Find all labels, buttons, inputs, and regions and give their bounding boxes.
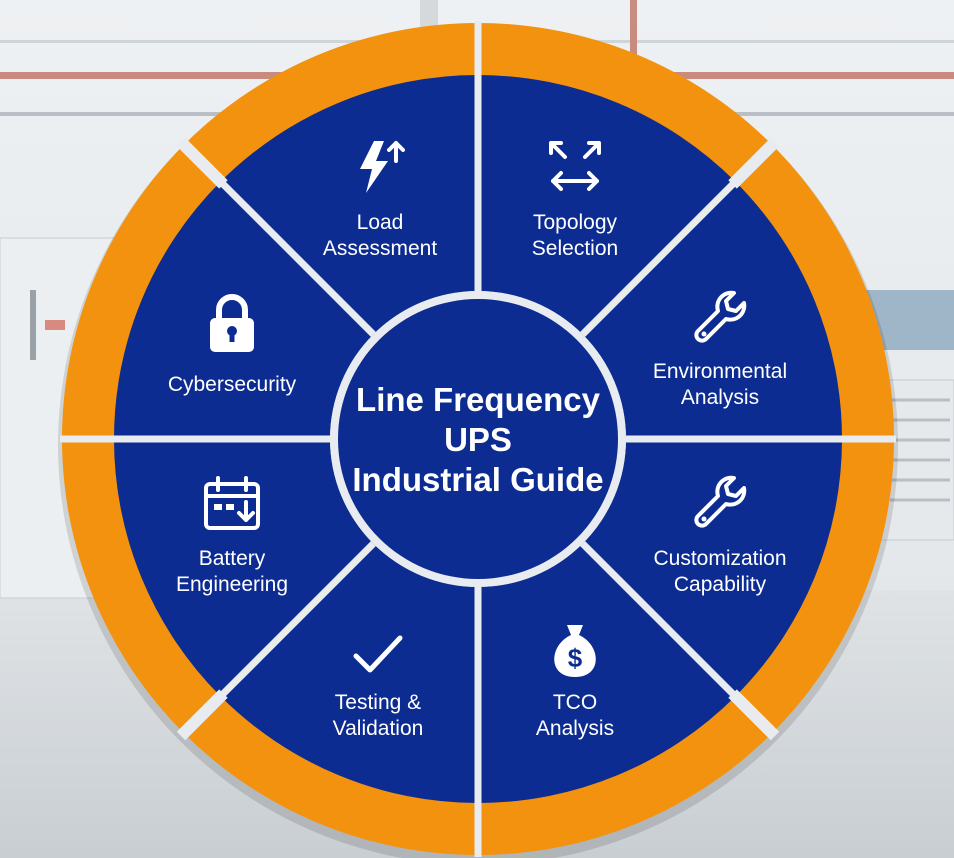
segment-tco (220, 543, 478, 803)
segment-divider (218, 179, 376, 337)
ring-gap (728, 137, 780, 189)
segment-label-environmental: Analysis (681, 386, 759, 409)
segment-label-load: Load (357, 211, 404, 234)
segment-label-customization: Customization (653, 547, 786, 570)
calendar-download-icon (204, 476, 260, 530)
segment-divider (580, 541, 738, 699)
outer-ring-arc (62, 439, 478, 855)
arrows-expand-icon (549, 141, 601, 191)
segment-cyber (220, 75, 478, 335)
segment-dividers (60, 21, 896, 857)
segment-label-environmental: Environmental (653, 360, 787, 383)
outer-ring-arc (62, 23, 478, 439)
segment-label-load: Assessment (323, 237, 438, 260)
segment-load (478, 75, 736, 335)
ring-gaps (176, 137, 780, 741)
money-bag-icon: $ (554, 625, 596, 677)
segment-label-tco: Analysis (536, 717, 614, 740)
ring-gap (176, 137, 228, 189)
segment-topology (582, 181, 842, 439)
svg-text:$: $ (568, 643, 583, 673)
ring-gap (176, 689, 228, 741)
segment-label-battery: Engineering (176, 573, 288, 596)
padlock-icon (210, 294, 254, 352)
segment-label-testing: Validation (333, 717, 424, 740)
center-title-line: Line Frequency (356, 381, 601, 418)
segment-label-customization: Capability (674, 573, 767, 596)
segment-divider (218, 541, 376, 699)
checkmark-icon (353, 635, 403, 673)
lightning-bolt-up-arrow-icon (360, 141, 405, 193)
segment-label-topology: Selection (532, 237, 618, 260)
segment-label-testing: Testing & (335, 691, 421, 714)
center-title-line: UPS (444, 421, 512, 458)
segment-label-battery: Battery (199, 547, 266, 570)
segment-label-topology: Topology (533, 211, 618, 234)
segment-environmental (582, 439, 842, 697)
segment-label-tco: TCO (553, 691, 597, 714)
segment-label-cyber: Cybersecurity (168, 373, 297, 396)
outer-ring-arc (478, 439, 894, 855)
wrench-icon (694, 475, 747, 528)
segment-testing (114, 439, 374, 697)
segment-divider (580, 179, 738, 337)
segment-customization (478, 543, 736, 803)
center-hub (338, 299, 618, 579)
center-title-line: Industrial Guide (352, 461, 603, 498)
wrench-icon (694, 290, 747, 343)
ring-gap (728, 689, 780, 741)
outer-ring-arc (478, 23, 894, 439)
